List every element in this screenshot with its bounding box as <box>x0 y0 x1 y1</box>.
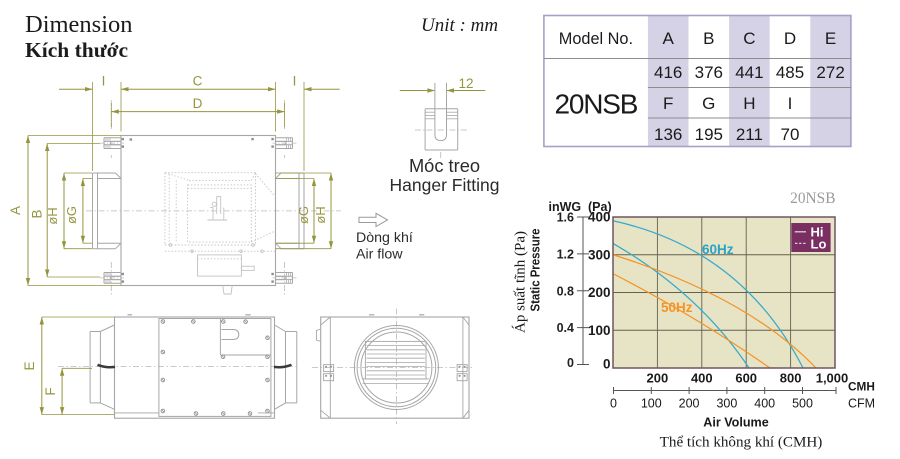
svg-text:200: 200 <box>588 285 611 300</box>
svg-text:195: 195 <box>695 125 723 144</box>
svg-text:400: 400 <box>691 371 713 386</box>
svg-text:C: C <box>743 29 755 48</box>
svg-text:I: I <box>102 74 106 89</box>
svg-text:Unit : mm: Unit : mm <box>421 15 498 36</box>
svg-text:60Hz: 60Hz <box>702 242 734 257</box>
svg-text:0.4: 0.4 <box>557 321 574 335</box>
svg-text:Dimension: Dimension <box>25 11 133 38</box>
svg-text:Air Volume: Air Volume <box>703 416 769 430</box>
svg-text:Kích thước: Kích thước <box>25 38 128 62</box>
svg-text:136: 136 <box>654 125 682 144</box>
svg-text:I: I <box>788 94 793 113</box>
svg-text:400: 400 <box>588 210 611 225</box>
svg-text:Thể tích không khí (CMH): Thể tích không khí (CMH) <box>660 435 823 451</box>
svg-text:500: 500 <box>792 397 813 411</box>
svg-text:Model No.: Model No. <box>559 30 633 48</box>
svg-text:G: G <box>702 94 715 113</box>
svg-text:441: 441 <box>735 63 763 82</box>
svg-text:70: 70 <box>781 125 800 144</box>
svg-text:inWG: inWG <box>549 200 582 214</box>
svg-text:Áp suất tĩnh (Pa): Áp suất tĩnh (Pa) <box>512 231 529 333</box>
svg-text:50Hz: 50Hz <box>661 300 693 315</box>
svg-text:øH: øH <box>313 206 328 223</box>
svg-text:20NSB: 20NSB <box>790 190 835 207</box>
svg-text:(Pa): (Pa) <box>588 200 612 214</box>
svg-text:B: B <box>30 209 45 218</box>
svg-text:Lo: Lo <box>811 237 827 252</box>
svg-text:1,000: 1,000 <box>816 371 849 386</box>
svg-text:E: E <box>22 361 37 370</box>
svg-text:376: 376 <box>695 63 723 82</box>
svg-text:1.6: 1.6 <box>557 211 574 225</box>
svg-text:D: D <box>193 96 203 111</box>
svg-text:Móc treo: Móc treo <box>409 155 480 176</box>
svg-text:Air flow: Air flow <box>356 247 403 263</box>
svg-text:0: 0 <box>603 357 611 372</box>
svg-text:200: 200 <box>647 371 669 386</box>
svg-text:Hi: Hi <box>811 224 824 239</box>
svg-text:øG: øG <box>296 206 311 224</box>
svg-text:0.8: 0.8 <box>557 284 574 298</box>
svg-text:1.2: 1.2 <box>557 247 574 261</box>
svg-text:C: C <box>193 74 203 89</box>
svg-text:B: B <box>703 29 714 48</box>
svg-text:600: 600 <box>735 371 757 386</box>
svg-text:F: F <box>663 94 673 113</box>
svg-text:300: 300 <box>716 397 737 411</box>
svg-text:200: 200 <box>679 397 700 411</box>
svg-text:A: A <box>8 206 23 215</box>
svg-text:I: I <box>293 74 297 89</box>
svg-text:F: F <box>43 387 58 395</box>
svg-text:416: 416 <box>654 63 682 82</box>
svg-text:Hanger Fitting: Hanger Fitting <box>390 175 500 195</box>
svg-text:800: 800 <box>780 371 802 386</box>
svg-text:CFM: CFM <box>848 397 875 411</box>
svg-text:400: 400 <box>754 397 775 411</box>
svg-text:12: 12 <box>458 76 473 91</box>
svg-text:0: 0 <box>610 397 617 411</box>
svg-text:H: H <box>743 94 755 113</box>
svg-text:E: E <box>825 29 836 48</box>
svg-text:CMH: CMH <box>848 380 875 394</box>
svg-text:20NSB: 20NSB <box>555 89 638 120</box>
svg-text:D: D <box>784 29 796 48</box>
svg-text:485: 485 <box>776 63 804 82</box>
svg-text:Dòng khí: Dòng khí <box>356 230 413 246</box>
svg-text:300: 300 <box>588 247 611 262</box>
svg-text:øG: øG <box>64 206 79 224</box>
svg-text:211: 211 <box>736 125 763 144</box>
svg-text:0: 0 <box>567 356 574 370</box>
svg-text:272: 272 <box>816 63 844 82</box>
svg-text:øH: øH <box>45 207 60 224</box>
svg-text:100: 100 <box>588 323 611 338</box>
svg-text:Static Pressure: Static Pressure <box>528 229 543 312</box>
svg-text:100: 100 <box>641 397 662 411</box>
svg-text:A: A <box>663 29 675 48</box>
